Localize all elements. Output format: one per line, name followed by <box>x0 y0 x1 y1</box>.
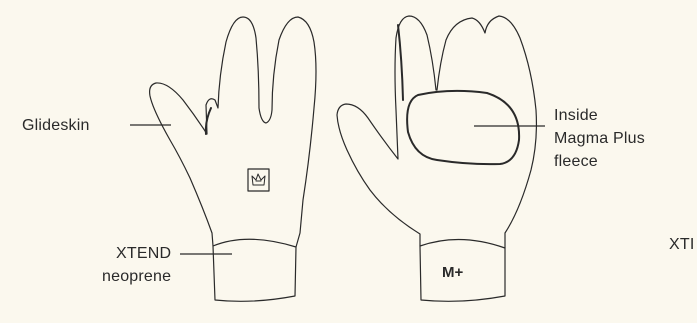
inside-label-line-2: Magma Plus <box>554 127 645 150</box>
glideskin-label: Glideskin <box>22 114 90 137</box>
kitten-logo-icon <box>252 174 265 185</box>
inside-label-line-3: fleece <box>554 150 645 173</box>
inside-label-line-1: Inside <box>554 104 645 127</box>
right-glove-palm <box>337 16 536 301</box>
inside-magma-plus-fleece-label: Inside Magma Plus fleece <box>554 104 645 173</box>
m-plus-logo: M+ <box>442 264 463 281</box>
magma-plus-fleece-patch <box>407 91 519 164</box>
left-glove-back <box>150 17 316 301</box>
palm-seam <box>398 25 403 100</box>
kitten-logo-patch <box>248 169 269 191</box>
xtend-neoprene-label: XTEND neoprene <box>90 242 171 288</box>
xtend-label-cut-off: XTI <box>669 233 695 256</box>
leader-lines <box>130 125 545 254</box>
left-glove-outline <box>150 17 316 247</box>
xtend-label-line-1: XTEND <box>90 242 171 265</box>
left-glove-cuff <box>213 239 296 301</box>
right-glove-outline <box>337 16 536 248</box>
xtend-label-line-2: neoprene <box>62 265 171 288</box>
